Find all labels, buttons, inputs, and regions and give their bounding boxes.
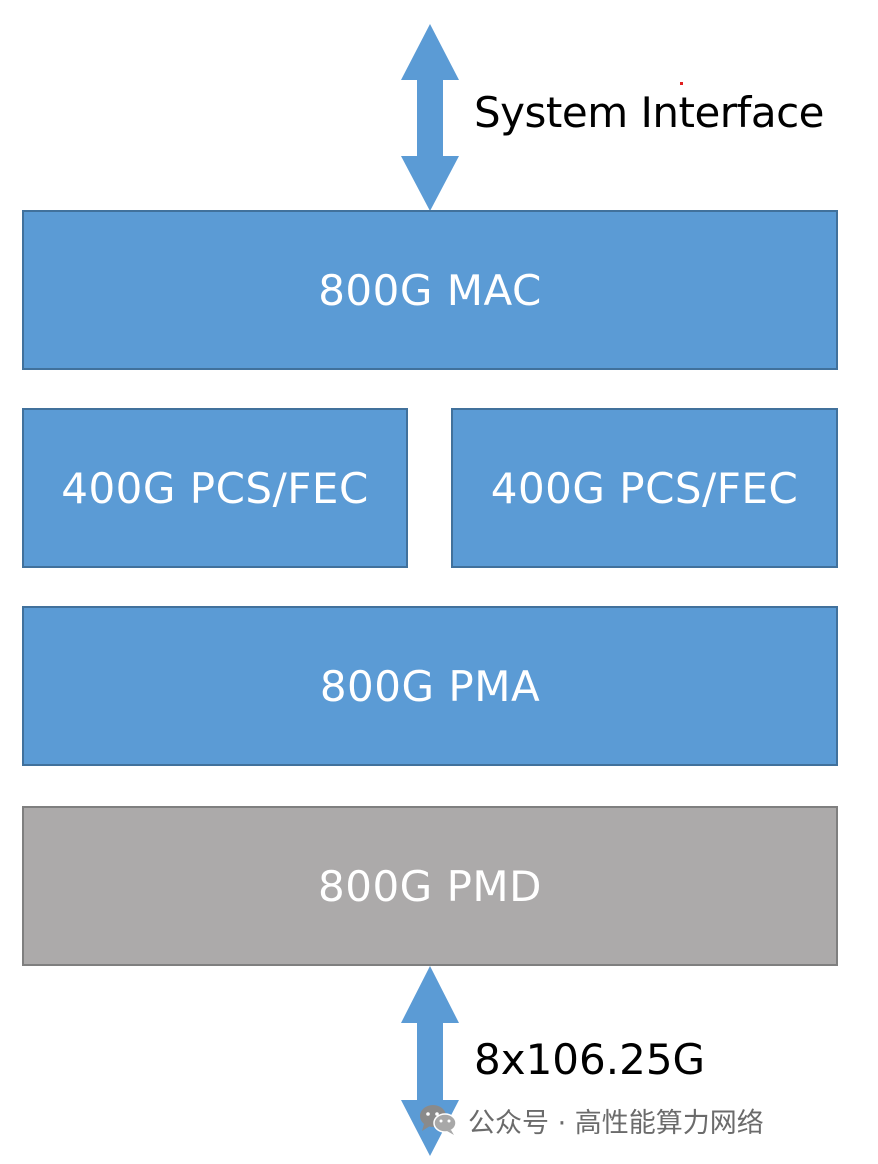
watermark: 公众号 · 高性能算力网络 xyxy=(418,1100,764,1140)
system-interface-label: System Interface xyxy=(474,88,825,137)
watermark-text: 公众号 · 高性能算力网络 xyxy=(468,1107,764,1139)
pmd-layer: 800G PMD xyxy=(22,806,838,966)
lane-rate-label: 8x106.25G xyxy=(474,1035,706,1084)
pcs-fec-layer-left: 400G PCS/FEC xyxy=(22,408,408,568)
pma-layer: 800G PMA xyxy=(22,606,838,766)
system-interface-arrow xyxy=(401,24,459,211)
stray-dot xyxy=(680,82,683,85)
pma-layer-label: 800G PMA xyxy=(319,661,541,711)
pmd-layer-label: 800G PMD xyxy=(318,861,542,911)
mac-layer-label: 800G MAC xyxy=(318,265,542,315)
pcs-fec-left-label: 400G PCS/FEC xyxy=(61,463,369,513)
mac-layer: 800G MAC xyxy=(22,210,838,370)
wechat-icon xyxy=(420,1105,457,1135)
pcs-fec-layer-right: 400G PCS/FEC xyxy=(451,408,838,568)
pcs-fec-right-label: 400G PCS/FEC xyxy=(490,463,799,513)
